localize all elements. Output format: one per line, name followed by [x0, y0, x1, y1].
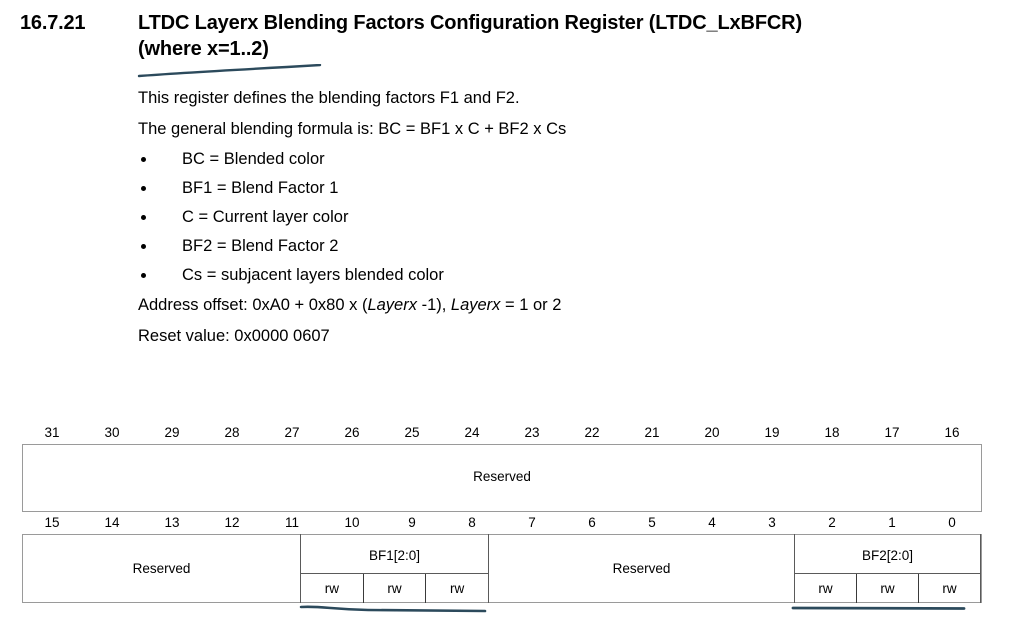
bf2-access-row: rw rw rw [795, 573, 980, 603]
list-item: C = Current layer color [138, 208, 988, 226]
bf1-field-block: BF1[2:0] rw rw rw [300, 534, 489, 603]
bit-number: 15 [44, 515, 60, 530]
list-item: BF1 = Blend Factor 1 [138, 179, 988, 197]
bit-number: 11 [284, 515, 299, 530]
definition-text: BC = Blended color [182, 150, 325, 168]
bit-number: 28 [224, 425, 240, 440]
bullet-icon [141, 186, 146, 191]
definition-text: BF1 = Blend Factor 1 [182, 179, 339, 197]
bf2-access-bit1: rw [857, 574, 919, 603]
reserved-field-label: Reserved [473, 468, 531, 484]
definition-text: C = Current layer color [182, 208, 349, 226]
bullet-icon [141, 215, 146, 220]
where-x-underline-annotation [137, 64, 322, 78]
section-title-line1: LTDC Layerx Blending Factors Configurati… [138, 12, 802, 34]
bit-number-row-low: 15 14 13 12 11 10 9 8 7 6 5 4 3 2 1 0 [22, 514, 982, 534]
bit-number: 8 [468, 515, 476, 530]
register-field-box-low: Reserved BF1[2:0] rw rw rw Reserved BF2[… [22, 534, 982, 603]
bit-number: 29 [164, 425, 180, 440]
bit-number: 31 [44, 425, 60, 440]
bit-number: 1 [888, 515, 896, 530]
intro-paragraph: This register defines the blending facto… [138, 89, 520, 107]
bit-number: 30 [104, 425, 120, 440]
bullet-icon [141, 273, 146, 278]
bit-number: 0 [948, 515, 956, 530]
bf1-access-row: rw rw rw [301, 573, 488, 603]
bit-number: 18 [824, 425, 840, 440]
bit-number: 7 [528, 515, 536, 530]
section-number: 16.7.21 [20, 12, 86, 34]
bit-number: 9 [408, 515, 416, 530]
bit-number: 12 [224, 515, 240, 530]
address-offset-line: Address offset: 0xA0 + 0x80 x (Layerx -1… [138, 295, 988, 315]
bit-number: 2 [828, 515, 836, 530]
bit-number: 19 [764, 425, 780, 440]
register-map-low-half: 15 14 13 12 11 10 9 8 7 6 5 4 3 2 1 0 Re… [22, 514, 982, 603]
address-offset-suffix: = 1 or 2 [500, 296, 562, 314]
address-offset-layerx-2: Layerx [450, 296, 501, 314]
reserved-field-middle: Reserved [612, 560, 671, 576]
bit-number-row-high: 31 30 29 28 27 26 25 24 23 22 21 20 19 1… [22, 424, 982, 444]
definition-text: Cs = subjacent layers blended color [182, 266, 444, 284]
bf1-access-bit9: rw [364, 574, 427, 603]
register-description: This register defines the blending facto… [138, 88, 988, 346]
bf1-access-bit10: rw [301, 574, 364, 603]
address-offset-prefix: Address offset: 0xA0 + 0x80 x ( [138, 296, 368, 314]
register-map-high-half: 31 30 29 28 27 26 25 24 23 22 21 20 19 1… [22, 424, 982, 512]
section-heading: 16.7.21 LTDC Layerx Blending Factors Con… [20, 10, 1004, 62]
reserved-field-left: Reserved [132, 560, 191, 576]
bit-number: 3 [768, 515, 776, 530]
bit-number: 5 [648, 515, 656, 530]
bf2-rw-underline-annotation [791, 606, 966, 610]
bit-number: 14 [104, 515, 120, 530]
address-offset-mid: -1), [416, 296, 451, 314]
address-offset-layerx-1: Layerx [367, 296, 417, 314]
bit-number: 24 [464, 425, 480, 440]
formula-paragraph: The general blending formula is: BC = BF… [138, 120, 567, 138]
bf2-field-block: BF2[2:0] rw rw rw [794, 534, 981, 603]
definition-text: BF2 = Blend Factor 2 [182, 237, 339, 255]
list-item: Cs = subjacent layers blended color [138, 266, 988, 284]
section-title-line2: (where x=1..2) [138, 38, 269, 60]
bit-number: 27 [284, 425, 300, 440]
definition-list: BC = Blended color BF1 = Blend Factor 1 … [138, 150, 988, 284]
bf2-field-label: BF2[2:0] [861, 548, 914, 563]
register-field-box-high: Reserved [22, 444, 982, 512]
section-title: LTDC Layerx Blending Factors Configurati… [138, 10, 802, 62]
bit-number: 26 [344, 425, 360, 440]
bit-number: 6 [588, 515, 596, 530]
bit-number: 10 [344, 515, 360, 530]
bit-number: 23 [524, 425, 540, 440]
bf1-field-label: BF1[2:0] [368, 548, 421, 563]
bit-number: 25 [404, 425, 420, 440]
bit-number: 21 [644, 425, 660, 440]
bf1-rw-underline-annotation [299, 605, 487, 613]
bf2-access-bit0: rw [942, 580, 957, 596]
bit-number: 4 [708, 515, 716, 530]
bit-number: 20 [704, 425, 720, 440]
list-item: BF2 = Blend Factor 2 [138, 237, 988, 255]
bullet-icon [141, 244, 146, 249]
bf1-access-bit8: rw [450, 580, 465, 596]
bit-number: 13 [164, 515, 180, 530]
bit-number: 16 [944, 425, 960, 440]
bullet-icon [141, 157, 146, 162]
list-item: BC = Blended color [138, 150, 988, 168]
bit-number: 17 [884, 425, 900, 440]
reset-value-line: Reset value: 0x0000 0607 [138, 327, 330, 345]
bit-number: 22 [584, 425, 600, 440]
bf2-access-bit2: rw [795, 574, 857, 603]
